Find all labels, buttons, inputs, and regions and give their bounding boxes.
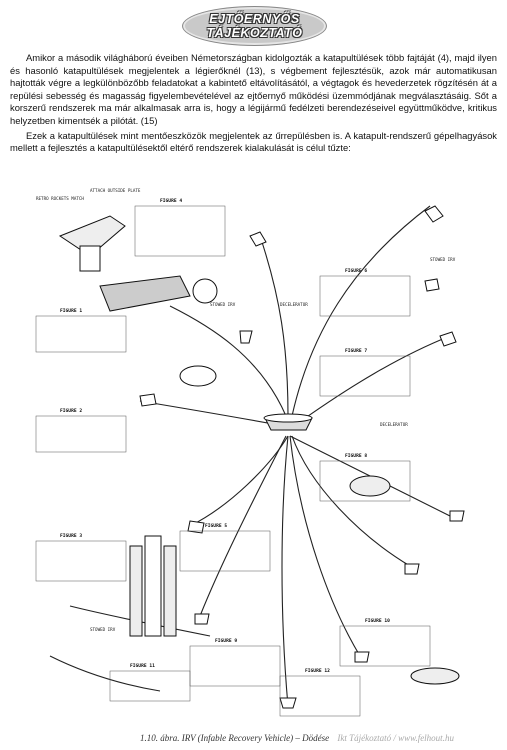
fig-text-2: ATTACH OUTSIDE PLATE	[90, 188, 141, 193]
figure-label-8: FIGURE 8	[345, 453, 367, 459]
figure-label-11: FIGURE 11	[130, 663, 155, 669]
callout-boxes	[35, 205, 431, 717]
figure-label-6: FIGURE 6	[345, 268, 367, 274]
badge-line-2: TÁJÉKOZTATÓ	[206, 26, 303, 40]
paragraph-1: Amikor a második világháború éveiben Ném…	[10, 52, 497, 126]
figure-label-5: FIGURE 5	[205, 523, 227, 529]
fig-text-4: STOWED IRV	[210, 302, 236, 307]
capsules	[139, 205, 465, 709]
irv-diagram: RETRO ROCKETS MATCH ATTACH OUTSIDE PLATE…	[30, 186, 500, 726]
header-badge: EJTŐERNYŐS TÁJÉKOZTATÓ	[182, 6, 327, 46]
figure-label-1: FIGURE 1	[60, 308, 82, 314]
figure-caption: 1.10. ábra. IRV (Infable Recovery Vehicl…	[140, 733, 500, 743]
badge-line-1: EJTŐERNYŐS	[209, 12, 300, 26]
fig-text-5: DECELERATOR	[380, 422, 408, 427]
shuttle-orbiter	[58, 215, 126, 272]
astronaut-module	[99, 275, 218, 312]
fig-text-7: STOWED IRV	[90, 627, 116, 632]
fig-text-1: RETRO ROCKETS MATCH	[36, 196, 84, 201]
central-vehicle	[263, 413, 313, 431]
figure-label-2: FIGURE 2	[60, 408, 82, 414]
watermark-text: Ikt Tájékoztató / www.felhout.hu	[337, 733, 454, 743]
paragraph-2: Ezek a katapultülések mint mentőeszközök…	[10, 129, 497, 154]
figure-label-3: FIGURE 3	[60, 533, 82, 539]
trajectory-lines	[49, 205, 451, 707]
figure-label-10: FIGURE 10	[365, 618, 390, 624]
fig-text-3: DECELERATOR	[280, 302, 308, 307]
figure-label-12: FIGURE 12	[305, 668, 330, 674]
decelerator-balloons	[179, 365, 460, 685]
launch-stack	[129, 535, 177, 637]
figure-label-4: FIGURE 4	[160, 198, 182, 204]
caption-text: 1.10. ábra. IRV (Infable Recovery Vehicl…	[140, 733, 330, 743]
article-body: Amikor a második világháború éveiben Ném…	[10, 52, 497, 157]
fig-text-6: STOWED IRV	[430, 257, 456, 262]
irv-diagram-svg: RETRO ROCKETS MATCH ATTACH OUTSIDE PLATE…	[35, 188, 465, 717]
figure-label-9: FIGURE 9	[215, 638, 237, 644]
figure-label-7: FIGURE 7	[345, 348, 367, 354]
